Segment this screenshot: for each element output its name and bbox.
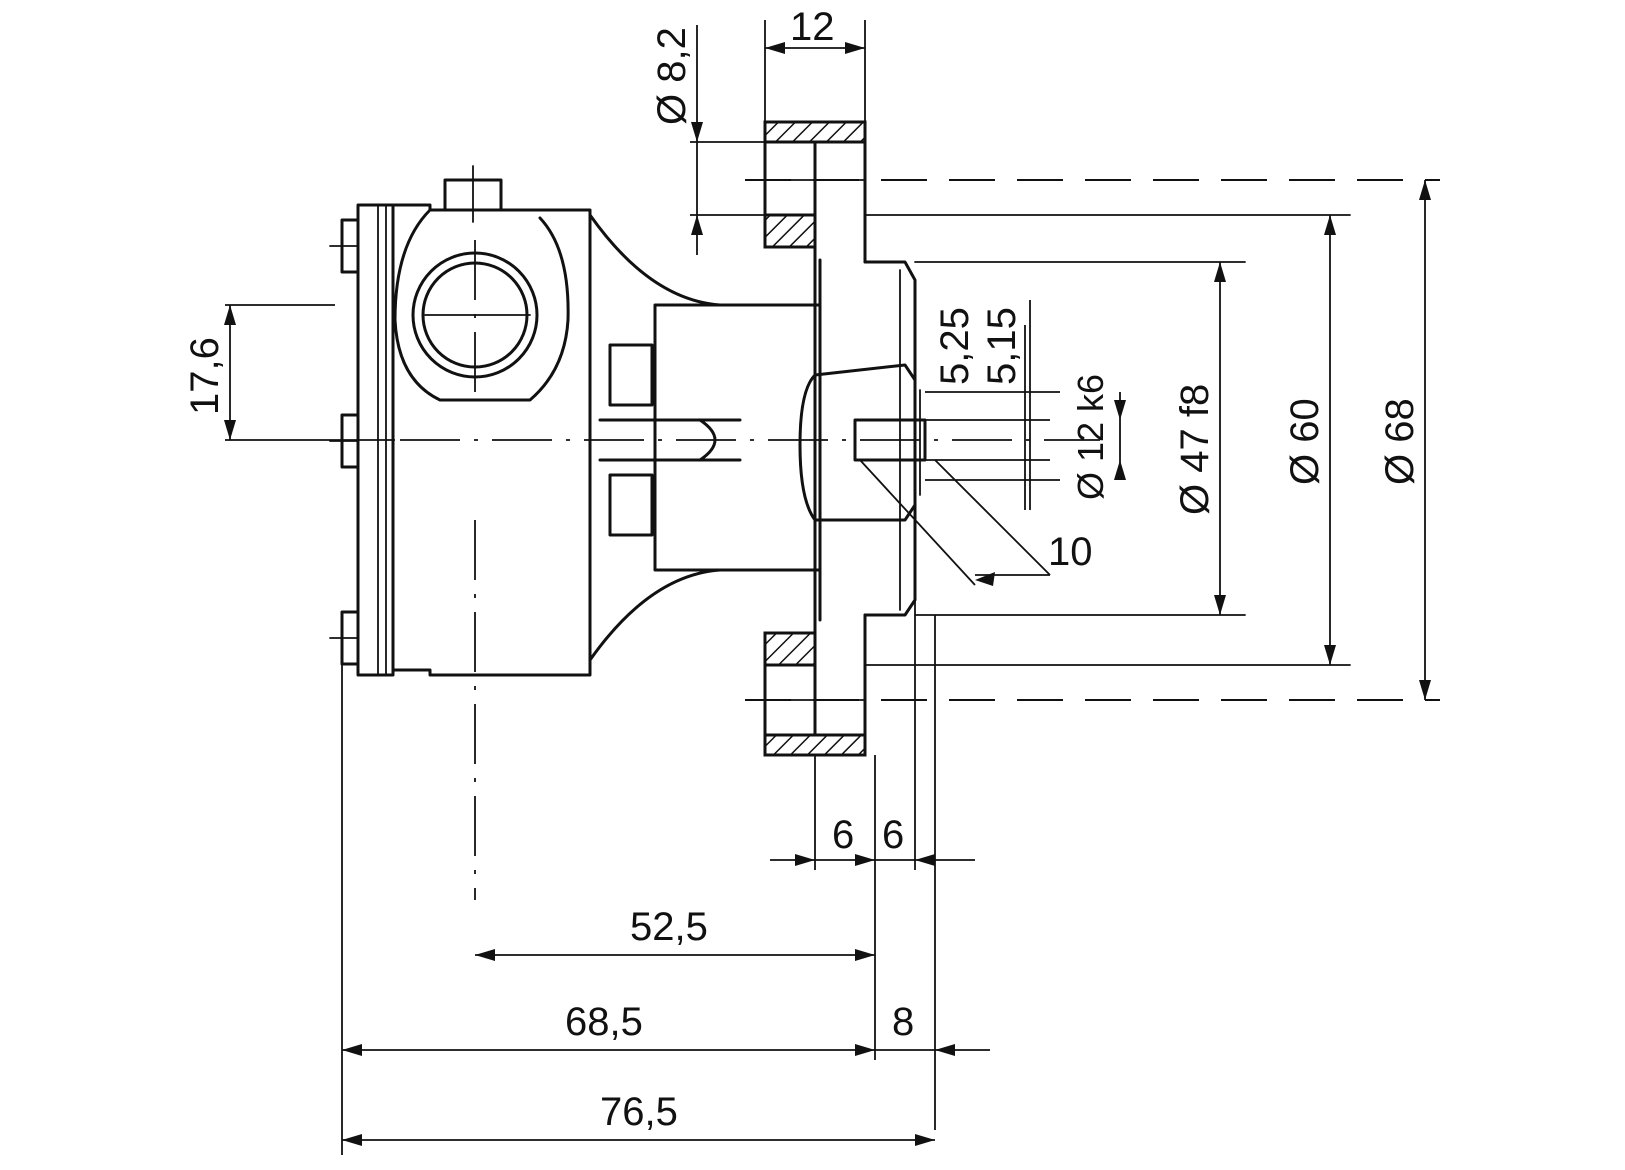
flange-top-hatch-2 — [763, 213, 817, 249]
bearing-housing — [588, 213, 822, 662]
dimension-labels: 12 Ø 8,2 17,6 5,25 5,15 Ø 12 k6 Ø 47 f8 … — [183, 5, 1422, 1134]
pump-body — [329, 165, 1100, 900]
dimension-lines — [224, 20, 1431, 1155]
flange-bot-hatch — [763, 631, 817, 667]
mounting-flange — [763, 120, 927, 757]
label-spigot-a: 6 — [832, 813, 854, 857]
label-key-depth-b: 5,15 — [980, 307, 1024, 385]
label-hole-diameter: Ø 8,2 — [650, 27, 694, 125]
label-flange-width: 12 — [790, 5, 835, 49]
label-flange-outer: Ø 68 — [1378, 398, 1422, 485]
label-key-length: 10 — [1048, 530, 1093, 574]
label-body-to-flange: 68,5 — [565, 1000, 643, 1044]
cover-bolts — [329, 218, 360, 666]
shaft-end — [853, 418, 927, 462]
housing — [391, 203, 592, 677]
label-overall-length: 76,5 — [600, 1090, 678, 1134]
label-shaft-projection: 8 — [892, 1000, 914, 1044]
port-boss — [393, 208, 570, 402]
label-pilot-diameter: Ø 47 f8 — [1173, 384, 1217, 515]
label-spigot-b: 6 — [882, 813, 904, 857]
label-key-depth-a: 5,25 — [933, 307, 977, 385]
label-port-offset: 17,6 — [183, 337, 227, 415]
label-shaft-diameter: Ø 12 k6 — [1070, 374, 1111, 500]
flange-top-hatch — [763, 120, 867, 144]
flange-bot-hatch-2 — [763, 733, 867, 757]
label-port-to-flange: 52,5 — [630, 905, 708, 949]
label-bolt-circle: Ø 60 — [1283, 398, 1327, 485]
hidden-lines — [745, 179, 1440, 701]
